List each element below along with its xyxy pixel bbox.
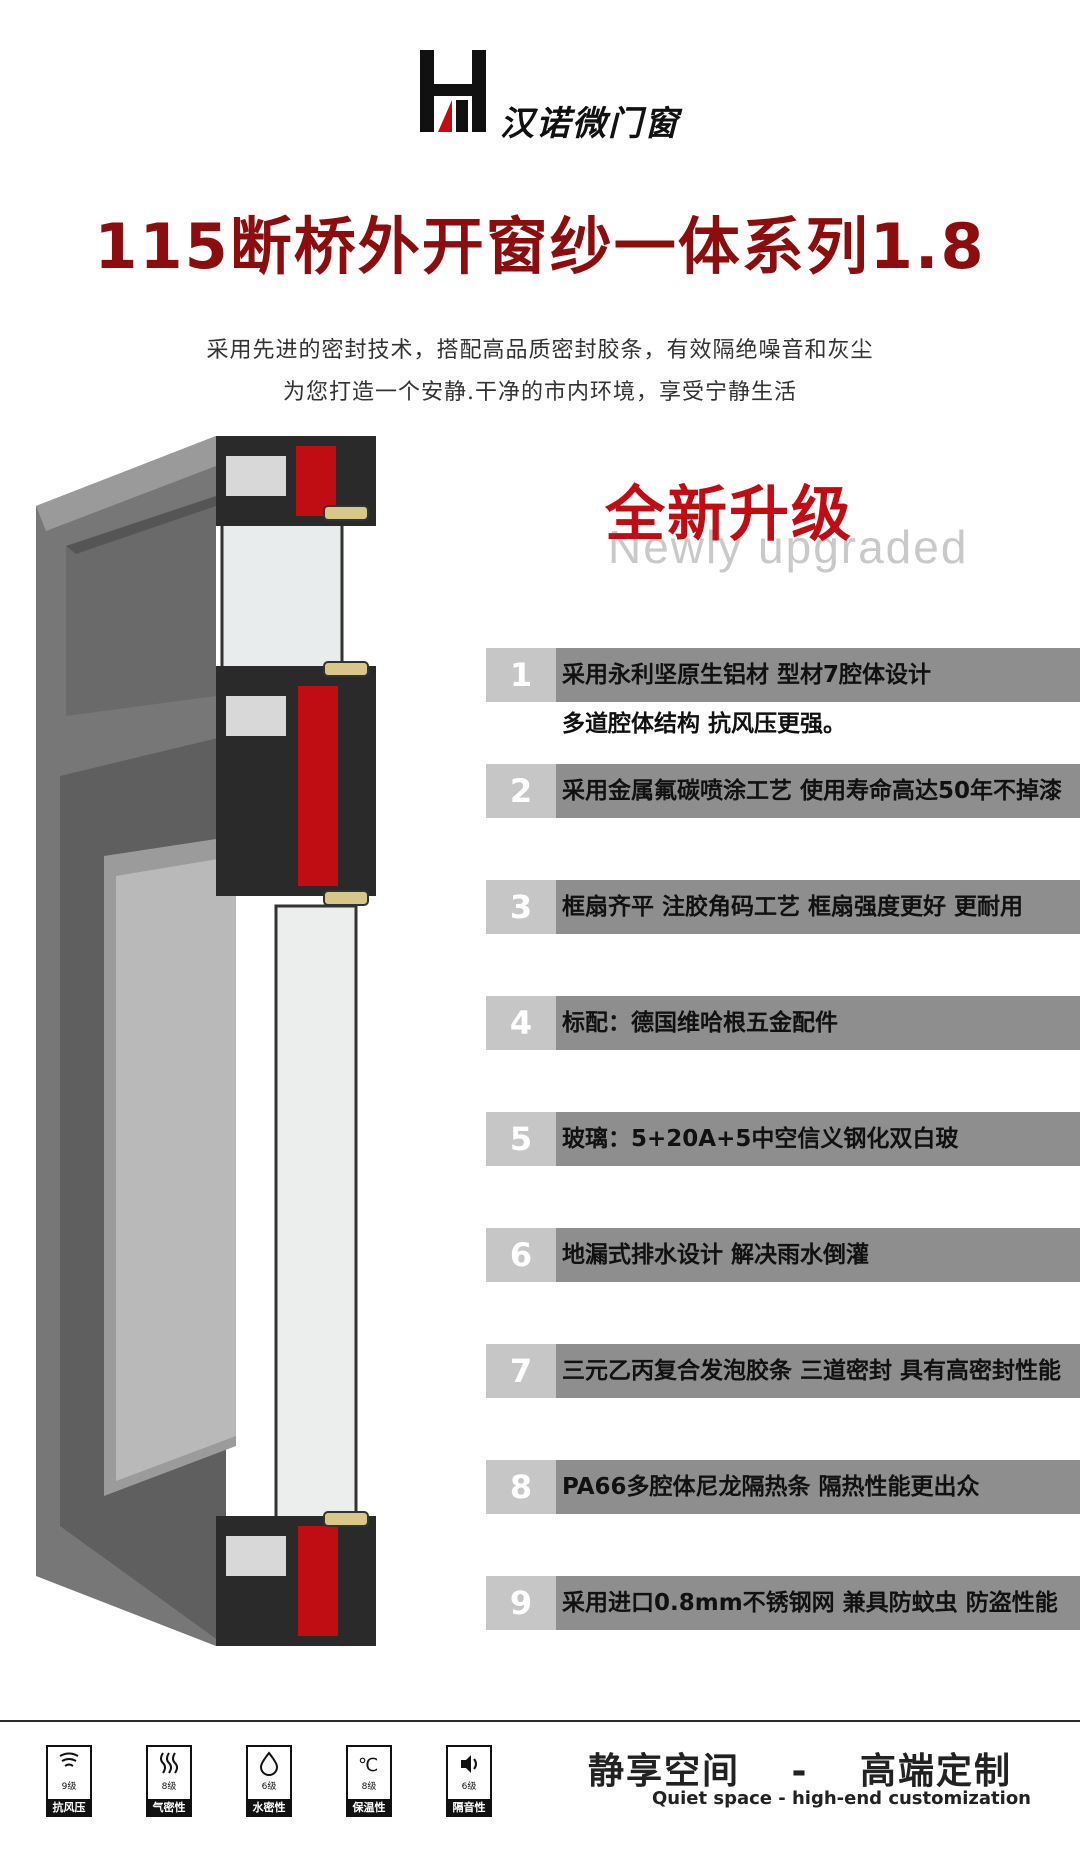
badge-label: 隔音性 <box>446 1799 492 1817</box>
badge-level: 6级 <box>461 1782 477 1792</box>
footer-divider <box>0 1720 1080 1722</box>
logo-h-mark-icon <box>420 50 486 132</box>
feature-item-9: 9 采用进口0.8mm不锈钢网 兼具防蚊虫 防盗性能 <box>486 1576 1080 1630</box>
feature-text: 采用永利坚原生铝材 型材7腔体设计 <box>562 662 932 688</box>
page-title: 115断桥外开窗纱一体系列1.8 <box>94 210 986 283</box>
slogan-dash: - <box>791 1751 809 1792</box>
badge-level: 8级 <box>361 1782 377 1792</box>
slogan-en: Quiet space - high-end customization <box>652 1788 1031 1809</box>
feature-text-line-2: 多道腔体结构 抗风压更强。 <box>562 711 847 737</box>
feature-text: 框扇齐平 注胶角码工艺 框扇强度更好 更耐用 <box>562 894 1024 920</box>
subtitle-line-2: 为您打造一个安静.干净的市内环境，享受宁静生活 <box>283 380 797 405</box>
feature-number: 7 <box>486 1344 556 1398</box>
feature-text: 标配：德国维哈根五金配件 <box>562 1010 838 1036</box>
badge-label: 抗风压 <box>46 1799 92 1817</box>
feature-item-1: 1 采用永利坚原生铝材 型材7腔体设计 多道腔体结构 抗风压更强。 <box>486 648 1080 737</box>
slogan-left: 静享空间 <box>588 1751 741 1792</box>
feature-bar <box>556 1344 1080 1398</box>
badge-label: 水密性 <box>246 1799 292 1817</box>
feature-bar <box>556 996 1080 1050</box>
badge-level: 6级 <box>261 1782 277 1792</box>
feature-number: 3 <box>486 880 556 934</box>
feature-item-8: 8 PA66多腔体尼龙隔热条 隔热性能更出众 <box>486 1460 1080 1514</box>
feature-text: 地漏式排水设计 解决雨水倒灌 <box>562 1242 870 1268</box>
feature-text: 玻璃：5+20A+5中空信义钢化双白玻 <box>562 1126 959 1152</box>
badge-label: 保温性 <box>346 1799 392 1817</box>
upgrade-heading: 全新升级 <box>605 480 853 550</box>
thermometer-icon: ℃ <box>358 1755 378 1776</box>
feature-number: 4 <box>486 996 556 1050</box>
feature-number: 6 <box>486 1228 556 1282</box>
feature-bar <box>556 764 1080 818</box>
feature-text: 采用金属氟碳喷涂工艺 使用寿命高达50年不掉漆 <box>562 778 1063 804</box>
air-icon <box>160 1752 178 1774</box>
brand-name: 汉诺微门窗 <box>500 104 680 144</box>
feature-text: 采用进口0.8mm不锈钢网 兼具防蚊虫 防盗性能 <box>562 1590 1058 1616</box>
feature-bar <box>556 1576 1080 1630</box>
feature-item-2: 2 采用金属氟碳喷涂工艺 使用寿命高达50年不掉漆 <box>486 764 1080 818</box>
feature-item-5: 5 玻璃：5+20A+5中空信义钢化双白玻 <box>486 1112 1080 1166</box>
feature-number: 1 <box>486 648 556 702</box>
feature-item-3: 3 框扇齐平 注胶角码工艺 框扇强度更好 更耐用 <box>486 880 1080 934</box>
slogan-right: 高端定制 <box>860 1751 1013 1792</box>
feature-item-7: 7 三元乙丙复合发泡胶条 三道密封 具有高密封性能 <box>486 1344 1080 1398</box>
feature-number: 9 <box>486 1576 556 1630</box>
window-profile-illustration <box>36 436 376 1646</box>
feature-text: 三元乙丙复合发泡胶条 三道密封 具有高密封性能 <box>562 1358 1062 1384</box>
badge-level: 8级 <box>161 1782 177 1792</box>
badge-sound-insulation: 6级 隔音性 <box>446 1745 492 1817</box>
feature-bar <box>556 880 1080 934</box>
sound-icon <box>461 1755 477 1773</box>
badge-air-tightness: 8级 气密性 <box>146 1745 192 1817</box>
badge-level: 9级 <box>61 1782 77 1792</box>
feature-bar <box>556 648 1080 702</box>
feature-number: 8 <box>486 1460 556 1514</box>
screen-mesh <box>116 856 236 1481</box>
feature-text: PA66多腔体尼龙隔热条 隔热性能更出众 <box>562 1474 980 1500</box>
badge-water-tightness: 6级 水密性 <box>246 1745 292 1817</box>
badge-label: 气密性 <box>146 1799 192 1817</box>
upgrade-subtitle-en: Newly upgraded <box>608 521 969 573</box>
subtitle-line-1: 采用先进的密封技术，搭配高品质密封胶条，有效隔绝噪音和灰尘 <box>206 338 874 363</box>
badge-insulation: ℃ 8级 保温性 <box>346 1745 392 1817</box>
feature-number: 2 <box>486 764 556 818</box>
feature-bar <box>556 1112 1080 1166</box>
svg-text:℃: ℃ <box>358 1755 378 1776</box>
feature-number: 5 <box>486 1112 556 1166</box>
feature-bar <box>556 1228 1080 1282</box>
brand-logo: 汉诺微门窗 <box>420 50 700 144</box>
feature-bar <box>556 1460 1080 1514</box>
feature-item-4: 4 标配：德国维哈根五金配件 <box>486 996 1080 1050</box>
water-drop-icon <box>259 1751 279 1776</box>
wind-icon <box>59 1752 79 1767</box>
slogan-cn: 静享空间 - 高端定制 <box>588 1742 1012 1794</box>
badge-wind-pressure: 9级 抗风压 <box>46 1745 92 1817</box>
feature-item-6: 6 地漏式排水设计 解决雨水倒灌 <box>486 1228 1080 1282</box>
